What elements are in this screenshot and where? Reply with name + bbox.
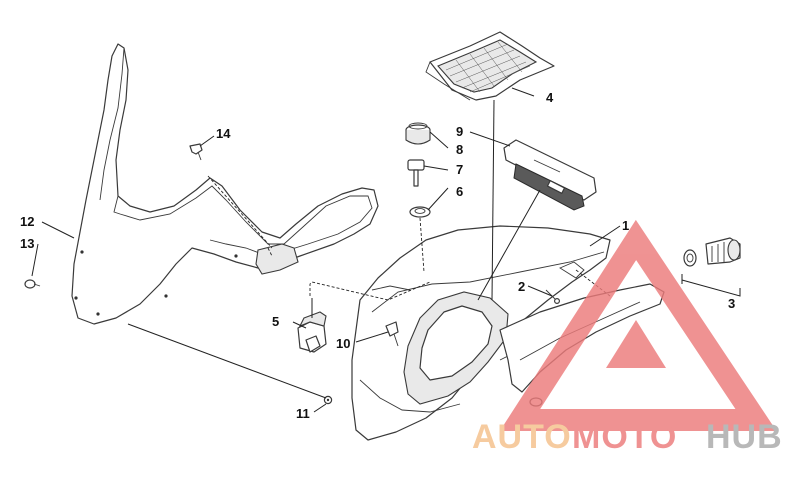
callout-labels: 1 2 3 4 5 6 7 8 9 10 11 12 13 14 <box>20 90 735 421</box>
callout-10: 10 <box>336 336 350 351</box>
callout-14: 14 <box>216 126 231 141</box>
ring-6-part <box>409 206 431 218</box>
callout-8: 8 <box>456 142 463 157</box>
callout-5: 5 <box>272 314 279 329</box>
watermark-triangle <box>499 219 777 431</box>
callout-4: 4 <box>546 90 554 105</box>
callout-13: 13 <box>20 236 34 251</box>
callout-11: 11 <box>296 406 310 421</box>
watermark-inner-triangle <box>606 320 666 368</box>
callout-3: 3 <box>728 296 735 311</box>
watermark-logo: AUTO MOTO HUB <box>472 219 783 456</box>
callout-6: 6 <box>456 184 463 199</box>
socket-5-part <box>297 311 327 353</box>
nut-11-part <box>323 395 333 405</box>
watermark-auto-text: AUTO <box>472 418 572 456</box>
watermark-hub-text: HUB <box>706 418 783 456</box>
storage-tray-part <box>425 31 555 101</box>
key-7-part <box>407 159 425 187</box>
callout-1: 1 <box>622 218 629 233</box>
callout-7: 7 <box>456 162 463 177</box>
watermark-moto-text: MOTO <box>572 418 677 456</box>
callout-2: 2 <box>518 279 525 294</box>
windshield-part <box>71 43 379 325</box>
cap-8-part <box>405 122 431 145</box>
screw-2-part <box>545 289 560 305</box>
callout-leaders <box>31 87 621 413</box>
grommet-13-part <box>24 279 41 289</box>
module-9-part <box>503 139 597 211</box>
socket-assembly-3-part <box>683 237 741 267</box>
callout-9: 9 <box>456 124 463 139</box>
screw-10-part <box>385 321 399 347</box>
callout-12: 12 <box>20 214 34 229</box>
assembly-solid-lines <box>127 99 741 399</box>
screw-14-part <box>189 143 203 161</box>
